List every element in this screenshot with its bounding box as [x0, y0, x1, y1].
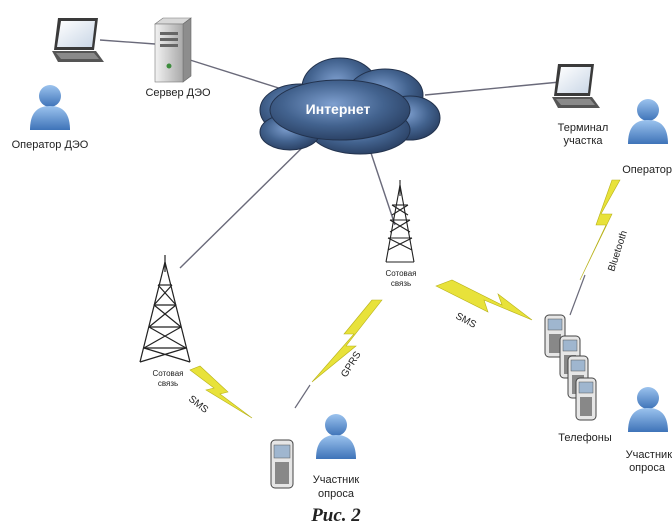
- tower-left-label-line2: связь: [158, 379, 178, 388]
- gprs-lightning-icon: [311, 299, 383, 383]
- sms-left-lightning-icon: [189, 365, 253, 419]
- participant-bottom-label-line1: Участник: [313, 474, 360, 486]
- server-label: Сервер ДЭО: [145, 87, 211, 99]
- participant-bottom-phone-icon: [270, 439, 294, 489]
- link-internet-tower-left: [179, 139, 311, 269]
- terminal-laptop-icon: [552, 64, 600, 108]
- link-bluetooth-label: Bluetooth: [606, 229, 630, 273]
- operator-label: Оператор: [622, 164, 672, 176]
- tower-center-label-line2: связь: [391, 279, 411, 288]
- participant-right-label-line1: Участник: [626, 449, 672, 461]
- link-internet-tower-center: [369, 149, 396, 226]
- participant-right-person-icon: [628, 387, 668, 432]
- link-internet-terminal: [424, 81, 561, 96]
- participant-bottom-person-icon: [316, 414, 356, 459]
- participant-right-label-line2: опроса: [629, 462, 666, 474]
- server-icon: [154, 17, 192, 83]
- operator-person-icon: [628, 99, 668, 144]
- link-server-internet: [189, 59, 286, 91]
- connection-lines: [99, 39, 561, 269]
- cell-tower-left-icon: [139, 255, 191, 363]
- link-sms-right-label: SMS: [454, 311, 479, 331]
- link-laptop-server: [99, 39, 156, 45]
- sms-right-lightning-icon: [435, 279, 533, 321]
- tower-center-label-line1: Сотовая: [385, 269, 416, 278]
- operator-deo-label: Оператор ДЭО: [12, 139, 89, 151]
- laptop-deo-icon: [52, 18, 104, 62]
- internet-label: Интернет: [306, 101, 371, 117]
- phones-label: Телефоны: [558, 432, 612, 444]
- phones-group-icon: [544, 314, 597, 421]
- link-gprs-line: [294, 384, 311, 409]
- terminal-label-line1: Терминал: [558, 122, 609, 134]
- terminal-label-line2: участка: [563, 135, 603, 147]
- tower-left-label-line1: Сотовая: [152, 369, 183, 378]
- cell-tower-center-icon: [385, 180, 415, 263]
- bluetooth-lightning-icon: [579, 179, 621, 281]
- link-sms-left-label: SMS: [186, 394, 210, 416]
- internet-cloud: Интернет: [259, 57, 441, 155]
- figure-caption: Рис. 2: [311, 505, 361, 526]
- operator-deo-person-icon: [30, 85, 70, 130]
- link-bluetooth-line: [569, 274, 586, 316]
- participant-bottom-label-line2: опроса: [318, 488, 355, 500]
